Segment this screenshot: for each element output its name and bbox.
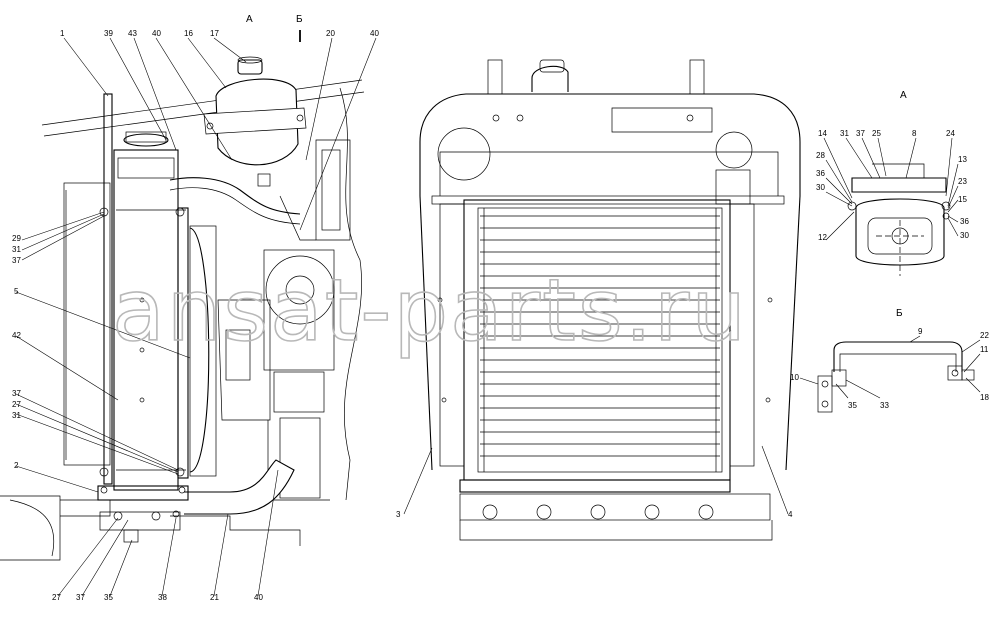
front-view <box>419 59 801 541</box>
callout-a-30b: 30 <box>960 231 969 240</box>
callout-a-30: 30 <box>816 183 825 192</box>
callout-left-39: 39 <box>104 29 113 38</box>
callout-a-37: 37 <box>856 129 865 138</box>
callout-left-27: 27 <box>12 400 21 409</box>
callout-a-12: 12 <box>818 233 827 242</box>
callout-a-25: 25 <box>872 129 881 138</box>
callout-a-28: 28 <box>816 151 825 160</box>
front-view-callouts <box>403 445 789 515</box>
callout-center-3: 3 <box>396 510 401 519</box>
callout-left-38: 38 <box>158 593 167 602</box>
callout-numbers: 1 39 43 40 16 17 20 40 29 31 37 5 42 37 … <box>12 29 989 602</box>
detail-b-title: Б <box>896 308 903 319</box>
side-view: А Б <box>0 14 365 561</box>
callout-left-5: 5 <box>14 287 19 296</box>
callout-left-17: 17 <box>210 29 219 38</box>
callout-b-22: 22 <box>980 331 989 340</box>
radiator-core-fins <box>480 215 720 457</box>
callout-left-37b: 37 <box>12 389 21 398</box>
callout-left-43: 43 <box>128 29 137 38</box>
callout-left-2: 2 <box>14 461 19 470</box>
callout-left-1: 1 <box>60 29 65 38</box>
callout-b-35: 35 <box>848 401 857 410</box>
callout-a-24: 24 <box>946 129 955 138</box>
callout-left-40-top: 40 <box>152 29 161 38</box>
callout-a-31: 31 <box>840 129 849 138</box>
detail-a: А <box>823 90 959 276</box>
callout-left-29: 29 <box>12 234 21 243</box>
section-a-marker: А <box>246 14 253 25</box>
callout-a-13: 13 <box>958 155 967 164</box>
section-b-marker: Б <box>296 14 303 25</box>
callout-a-36b: 36 <box>960 217 969 226</box>
callout-left-20: 20 <box>326 29 335 38</box>
callout-b-18: 18 <box>980 393 989 402</box>
callout-b-33: 33 <box>880 401 889 410</box>
detail-a-title: А <box>900 90 907 101</box>
callout-a-14: 14 <box>818 129 827 138</box>
callout-left-21: 21 <box>210 593 219 602</box>
callout-left-27b: 27 <box>52 593 61 602</box>
callout-left-42: 42 <box>12 331 21 340</box>
side-view-callouts <box>15 37 377 597</box>
callout-center-4: 4 <box>788 510 793 519</box>
callout-left-37c: 37 <box>76 593 85 602</box>
callout-left-16: 16 <box>184 29 193 38</box>
callout-b-11: 11 <box>980 345 989 354</box>
callout-left-31: 31 <box>12 245 21 254</box>
callout-left-31b: 31 <box>12 411 21 420</box>
detail-b: Б <box>799 308 981 413</box>
callout-a-23: 23 <box>958 177 967 186</box>
callout-left-37: 37 <box>12 256 21 265</box>
callout-b-10: 10 <box>790 373 799 382</box>
callout-left-35: 35 <box>104 593 113 602</box>
watermark: ansat-parts.ru <box>112 261 748 361</box>
callout-b-9: 9 <box>918 327 923 336</box>
callout-a-8: 8 <box>912 129 917 138</box>
callout-a-36: 36 <box>816 169 825 178</box>
callout-left-40-right: 40 <box>370 29 379 38</box>
callout-left-40-bottom: 40 <box>254 593 263 602</box>
callout-a-15: 15 <box>958 195 967 204</box>
